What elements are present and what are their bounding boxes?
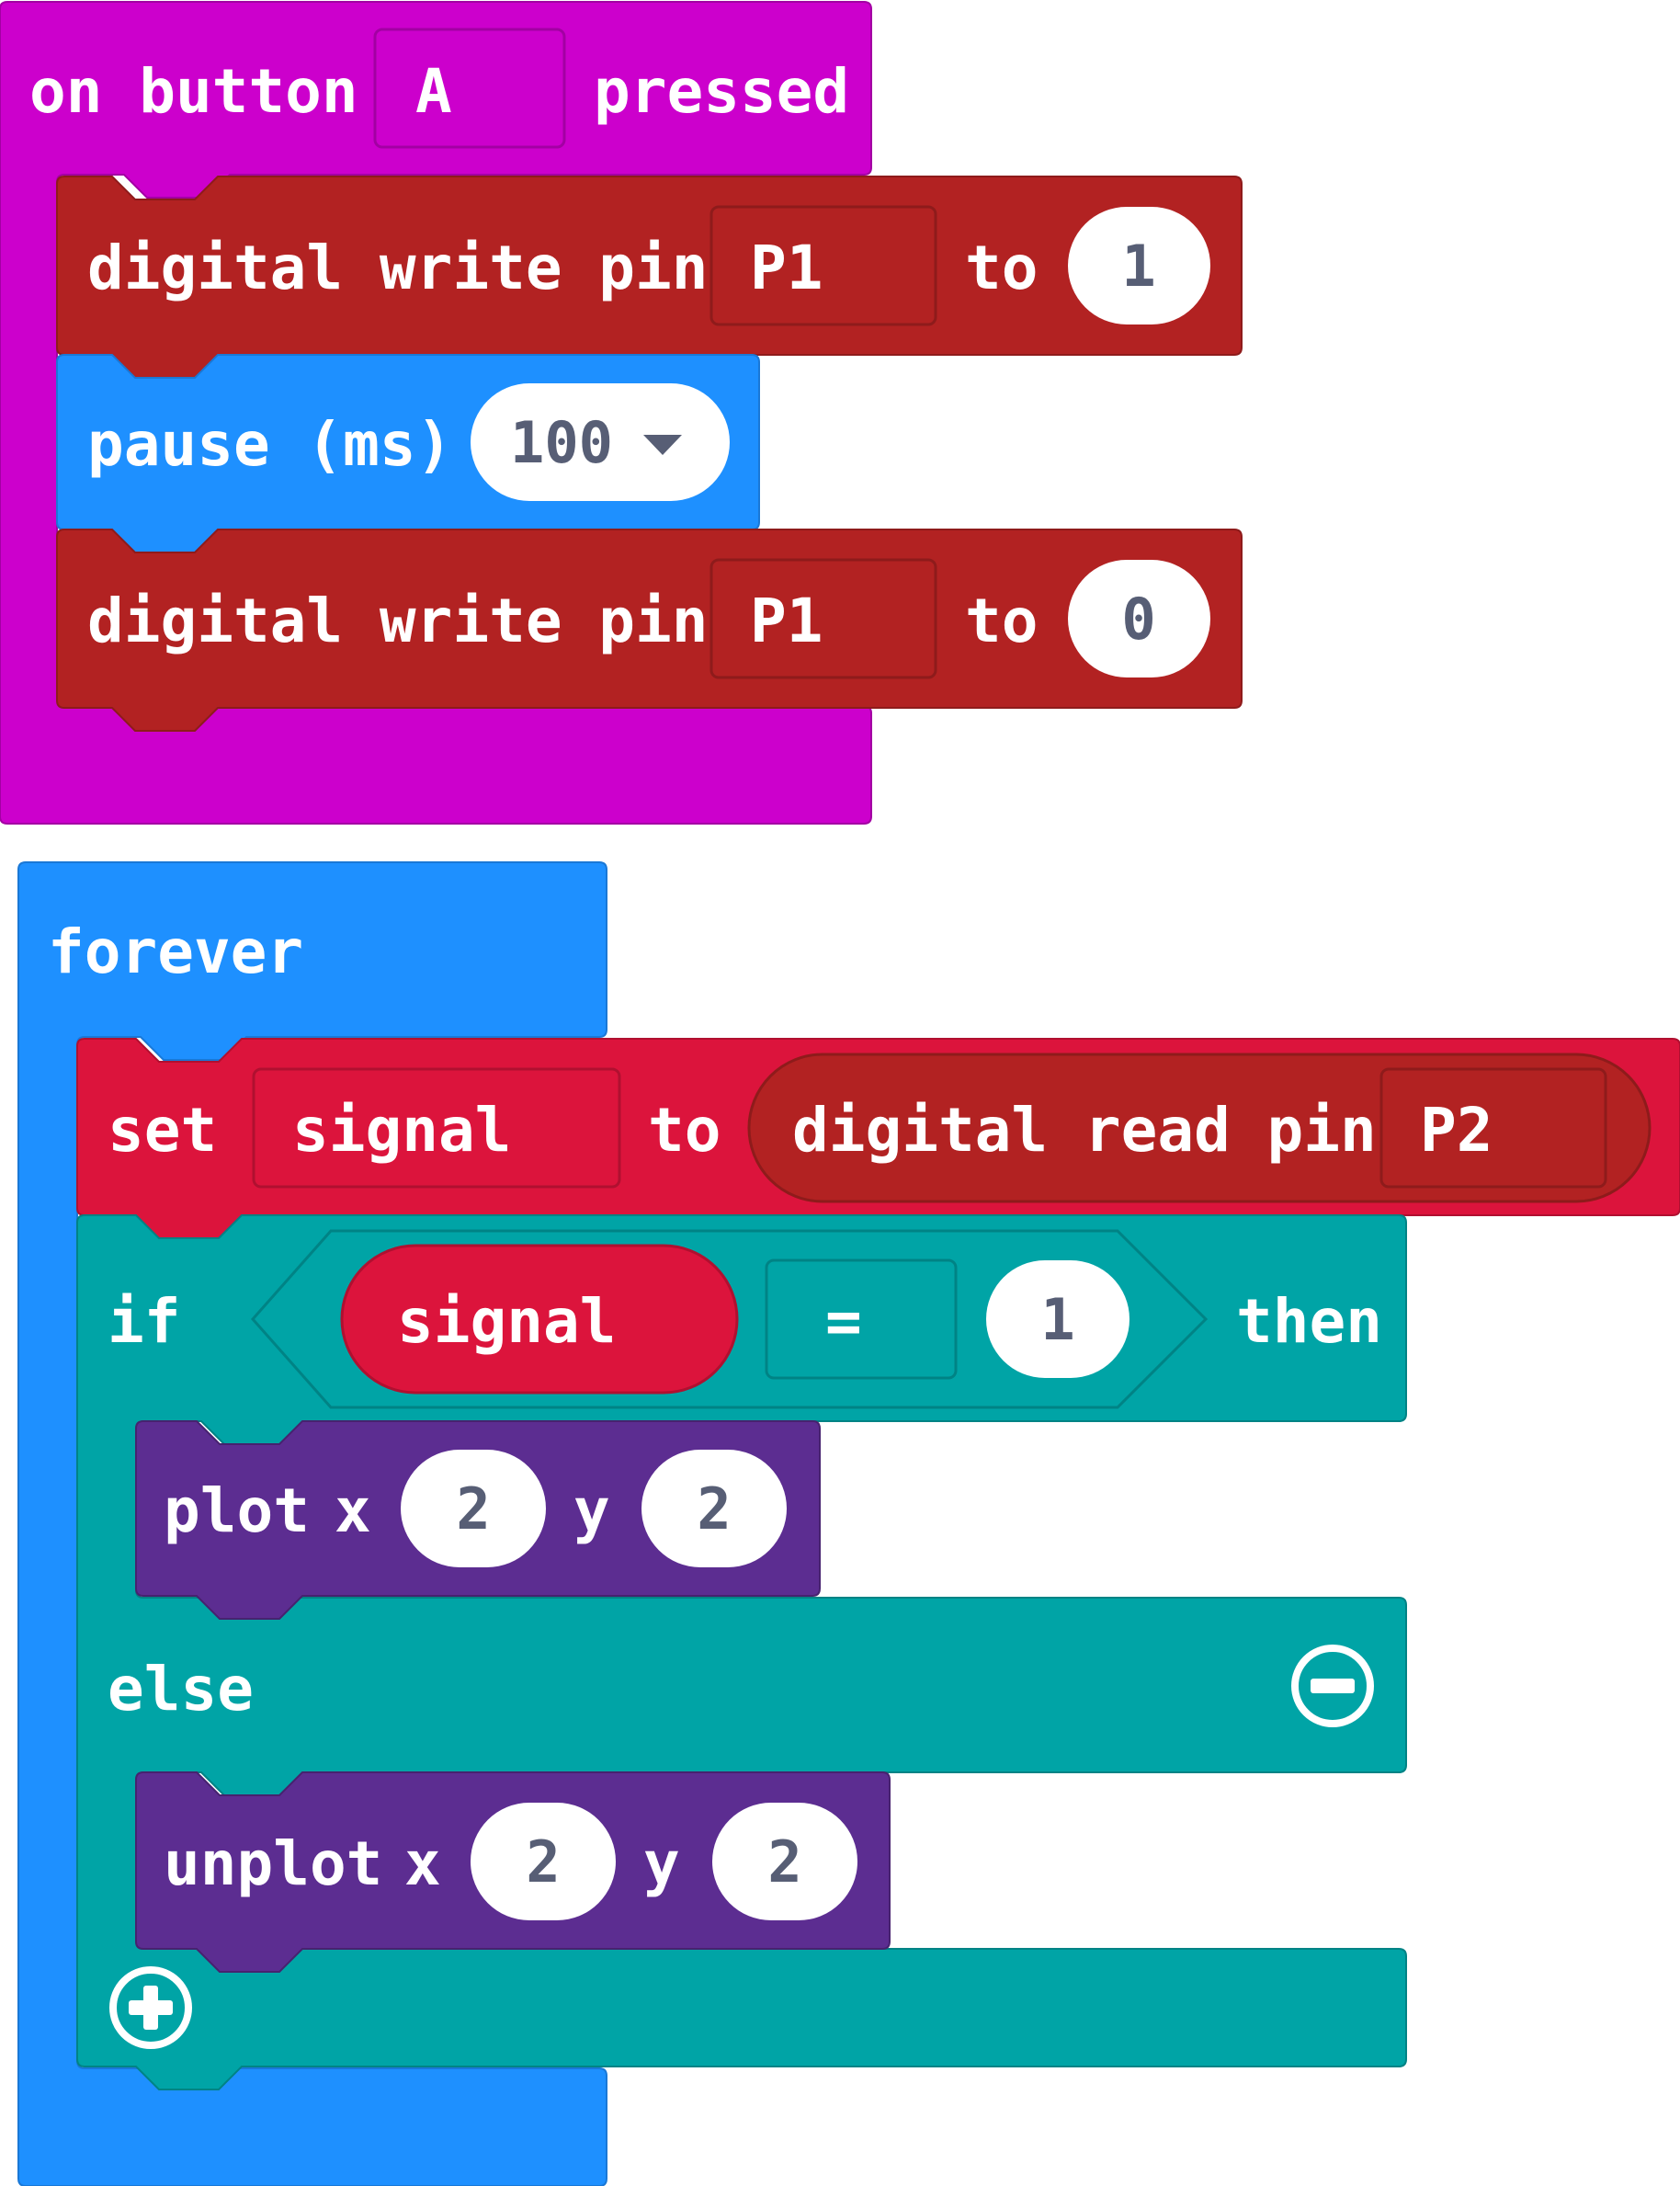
then-label: then: [1236, 1286, 1382, 1357]
if-else-block[interactable]: if signal = 1 then else: [76, 1214, 1407, 2090]
y-label: y: [573, 1475, 610, 1546]
digital-write-label: digital write pin: [87, 233, 709, 303]
button-dropdown-value: A: [415, 56, 452, 127]
digital-write-label: digital write pin: [87, 586, 709, 656]
event-label-on-button: on button: [29, 56, 358, 127]
forever-label: forever: [48, 917, 303, 987]
on-button-pressed-block[interactable]: on button A pressed: [0, 1, 872, 825]
value-input-text: 0: [1121, 586, 1155, 653]
to-label: to: [965, 586, 1038, 656]
unplot-block[interactable]: unplot x 2 y 2: [135, 1771, 891, 1973]
pause-label: pause (ms): [87, 409, 452, 480]
pin-dropdown[interactable]: [709, 205, 937, 326]
pause-block[interactable]: pause (ms) 100: [56, 354, 760, 553]
x-value-input[interactable]: [471, 1803, 616, 1920]
digital-write-pin-block[interactable]: digital write pin P1 to 0: [56, 529, 1243, 732]
value-input-text: 1: [1121, 233, 1155, 300]
x-label: x: [404, 1828, 441, 1899]
operator-dropdown-value: =: [825, 1286, 862, 1357]
compare-value-input[interactable]: [986, 1260, 1129, 1378]
add-else-icon[interactable]: [109, 1966, 192, 2049]
value-input[interactable]: [1068, 560, 1210, 677]
set-variable-block[interactable]: set signal to digital read pin P2: [76, 1038, 1680, 1239]
signal-variable-label: signal: [397, 1286, 616, 1357]
x-value-text: 2: [456, 1475, 490, 1543]
value-input[interactable]: [1068, 207, 1210, 324]
else-label: else: [108, 1654, 254, 1725]
set-label: set: [108, 1095, 217, 1166]
button-dropdown[interactable]: [373, 28, 566, 149]
signal-variable-reporter[interactable]: [340, 1244, 739, 1395]
unplot-label: unplot: [164, 1828, 382, 1899]
digital-write-pin-block[interactable]: digital write pin P1 to 1: [56, 176, 1243, 379]
to-label: to: [648, 1095, 721, 1166]
event-label-pressed: pressed: [594, 56, 849, 127]
pin-dropdown-value: P1: [750, 586, 823, 656]
pin-dropdown-value: P1: [750, 233, 823, 303]
x-value-text: 2: [526, 1828, 560, 1896]
operator-dropdown[interactable]: [765, 1258, 958, 1380]
y-value-input[interactable]: [712, 1803, 857, 1920]
x-value-input[interactable]: [401, 1450, 546, 1567]
if-label: if: [108, 1286, 180, 1357]
y-value-text: 2: [697, 1475, 731, 1543]
dropdown-arrow-icon[interactable]: [643, 435, 682, 455]
remove-else-icon[interactable]: [1291, 1645, 1374, 1727]
if-else-block-body[interactable]: [76, 1214, 1407, 2090]
pause-value-text: 100: [510, 409, 613, 476]
variable-dropdown[interactable]: [252, 1067, 621, 1189]
variable-dropdown-value: signal: [292, 1095, 511, 1166]
y-value-input[interactable]: [641, 1450, 787, 1567]
to-label: to: [965, 233, 1038, 303]
pause-value-dropdown[interactable]: [471, 383, 730, 501]
pin-dropdown-value: P2: [1420, 1095, 1493, 1166]
y-label: y: [643, 1828, 680, 1899]
plot-label: plot: [164, 1475, 310, 1546]
compare-value-text: 1: [1040, 1286, 1074, 1353]
pin-dropdown[interactable]: [709, 558, 937, 679]
digital-read-label: digital read pin: [792, 1095, 1377, 1166]
pin-dropdown[interactable]: [1379, 1067, 1607, 1189]
y-value-text: 2: [767, 1828, 801, 1896]
x-label: x: [335, 1475, 371, 1546]
plot-block[interactable]: plot x 2 y 2: [135, 1420, 821, 1620]
